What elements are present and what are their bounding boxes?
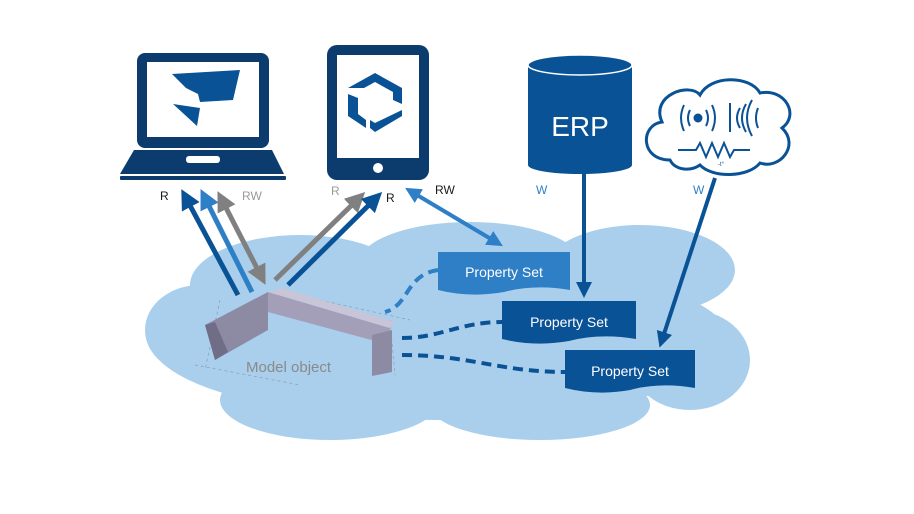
temperature-label: -t°: [718, 162, 725, 168]
model-object-label: Model object: [246, 359, 332, 376]
property-set-1[interactable]: Property Set: [438, 252, 570, 295]
iot-sensor-cloud-icon: -t°: [645, 78, 792, 176]
tablet-readwrite-label: RW: [435, 183, 455, 197]
laptop-readwrite-label: RW: [242, 189, 262, 203]
erp-write-label: W: [536, 183, 548, 197]
iot-write-label: W: [693, 183, 705, 197]
arrows: [181, 174, 717, 348]
erp-database-icon: ERP: [527, 54, 633, 174]
property-set-label: Property Set: [591, 363, 669, 379]
tablet-icon: [327, 45, 429, 180]
property-set-label: Property Set: [465, 264, 543, 280]
erp-label: ERP: [551, 111, 609, 142]
tablet-read-label: R: [386, 191, 395, 205]
property-set-2[interactable]: Property Set: [502, 301, 636, 344]
laptop-icon: [120, 53, 286, 180]
laptop-read-label: R: [160, 189, 169, 203]
tablet-read-gray-label: R: [331, 184, 340, 198]
model-object: Model object: [194, 288, 411, 386]
property-set-label: Property Set: [530, 314, 608, 330]
property-set-3[interactable]: Property Set: [565, 350, 695, 393]
dashed-links: [384, 268, 566, 374]
